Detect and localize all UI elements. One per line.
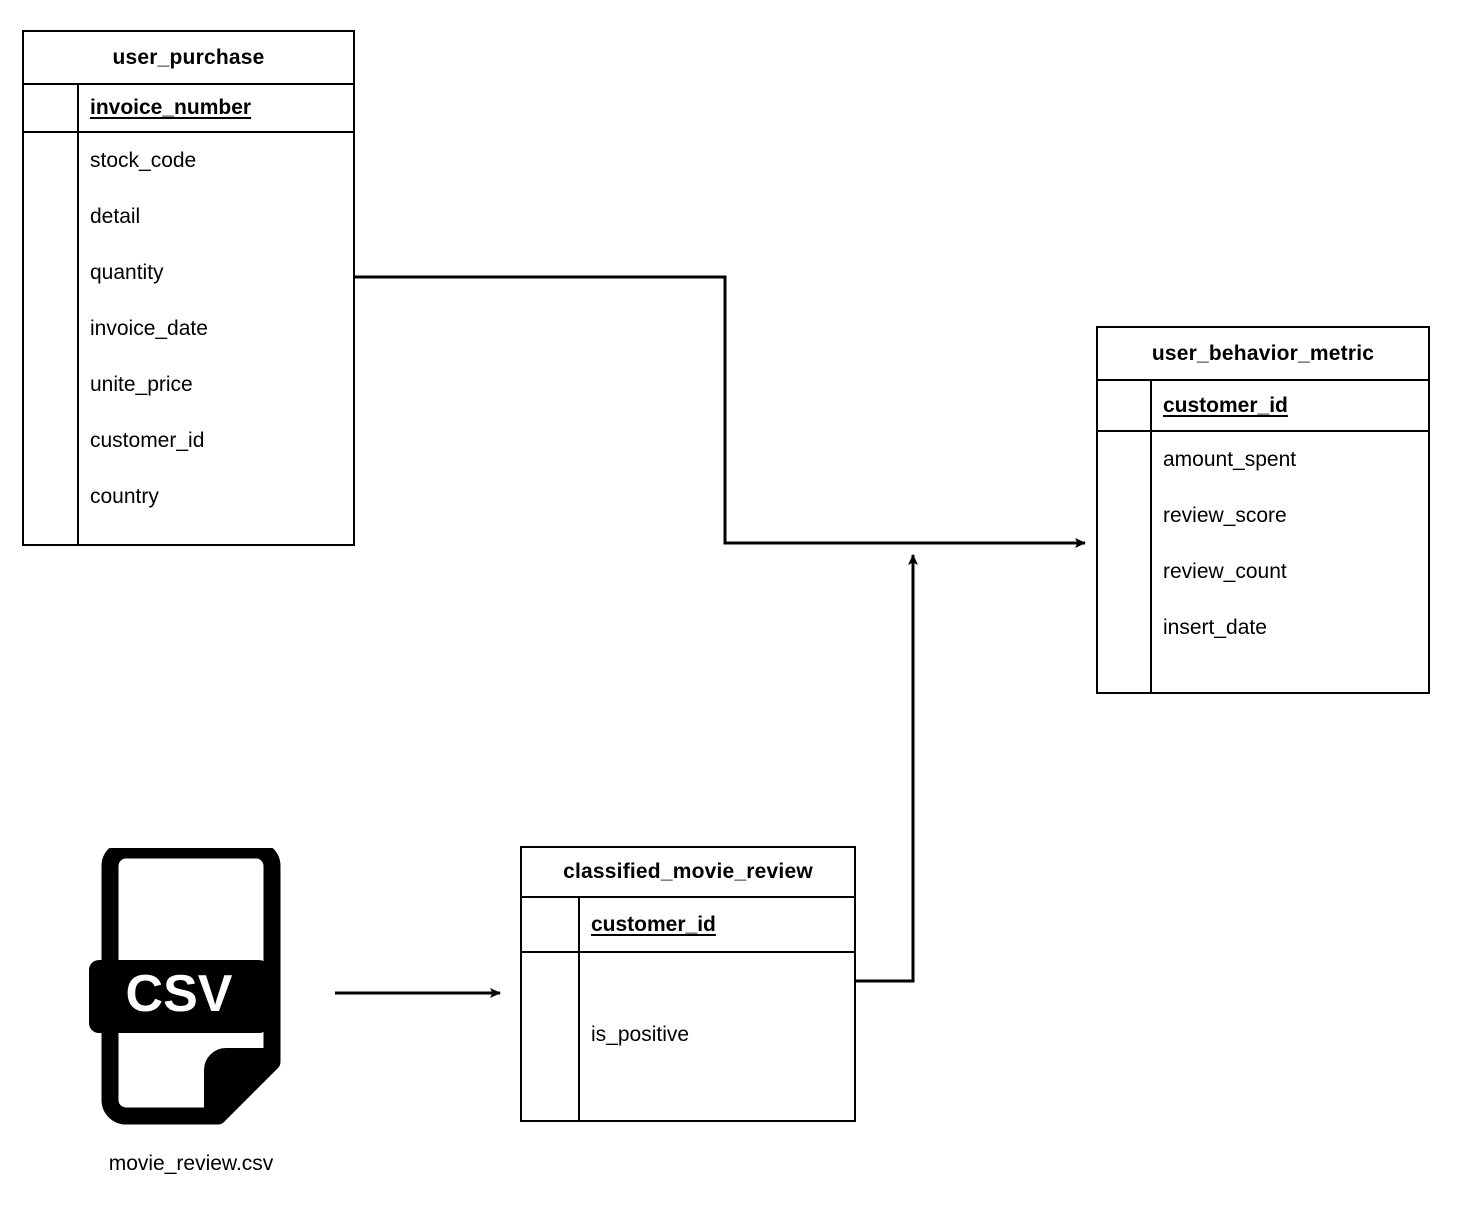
csv-icon-label: CSV xyxy=(126,965,233,1023)
entity-user-behavior-metric[interactable]: user_behavior_metric customer_id amount_… xyxy=(1096,326,1430,694)
primary-key-label: customer_id xyxy=(591,912,716,936)
csv-file-icon[interactable]: CSV xyxy=(88,841,294,1132)
attribute-label: detail xyxy=(90,205,141,228)
attribute-row[interactable]: invoice_date xyxy=(24,301,353,357)
attribute-row[interactable]: quantity xyxy=(24,245,353,301)
csv-file-caption: movie_review.csv xyxy=(108,1152,274,1175)
primary-key-label: customer_id xyxy=(1163,393,1288,417)
attribute-row[interactable]: insert_date xyxy=(1098,600,1428,656)
primary-key-label: invoice_number xyxy=(90,96,252,119)
attribute-row[interactable]: review_count xyxy=(1098,544,1428,600)
attribute-label: unite_price xyxy=(90,373,193,396)
primary-key-row[interactable]: customer_id xyxy=(522,898,854,953)
primary-key-row[interactable]: invoice_number xyxy=(24,85,353,133)
entity-user-purchase[interactable]: user_purchase invoice_number stock_code … xyxy=(22,30,355,546)
attribute-row[interactable]: amount_spent xyxy=(1098,432,1428,488)
attribute-row[interactable]: detail xyxy=(24,189,353,245)
entity-title-classified-movie-review: classified_movie_review xyxy=(522,848,854,898)
attribute-row[interactable]: is_positive xyxy=(522,953,854,1116)
attribute-label: country xyxy=(90,485,159,508)
primary-key-row[interactable]: customer_id xyxy=(1098,381,1428,432)
key-gutter-divider xyxy=(1150,381,1152,692)
entity-body-user-behavior-metric: customer_id amount_spent review_score re… xyxy=(1098,381,1428,692)
entity-body-user-purchase: invoice_number stock_code detail quantit… xyxy=(24,85,353,544)
entity-classified-movie-review[interactable]: classified_movie_review customer_id is_p… xyxy=(520,846,856,1122)
attribute-label: amount_spent xyxy=(1163,448,1297,471)
attribute-label: review_count xyxy=(1163,560,1287,583)
attribute-label: invoice_date xyxy=(90,317,208,340)
attribute-label: customer_id xyxy=(90,429,205,452)
attribute-row[interactable]: review_score xyxy=(1098,488,1428,544)
attribute-row[interactable]: unite_price xyxy=(24,357,353,413)
entity-title-user-behavior-metric: user_behavior_metric xyxy=(1098,328,1428,381)
attribute-label: quantity xyxy=(90,261,164,284)
csv-file-glyph: CSV xyxy=(89,841,281,1125)
attribute-label: stock_code xyxy=(90,149,197,172)
attribute-row[interactable]: customer_id xyxy=(24,413,353,469)
entity-body-classified-movie-review: customer_id is_positive xyxy=(522,898,854,1120)
entity-title-user-purchase: user_purchase xyxy=(24,32,353,85)
key-gutter-divider xyxy=(578,898,580,1120)
attribute-row[interactable]: country xyxy=(24,469,353,525)
key-gutter-divider xyxy=(77,85,79,544)
attribute-label: review_score xyxy=(1163,504,1287,527)
attribute-row[interactable]: stock_code xyxy=(24,133,353,189)
attribute-label: is_positive xyxy=(591,1022,690,1046)
connector-purchase-to-metric xyxy=(355,275,1086,548)
attribute-label: insert_date xyxy=(1163,616,1267,639)
connector-review-to-metric xyxy=(856,554,918,983)
